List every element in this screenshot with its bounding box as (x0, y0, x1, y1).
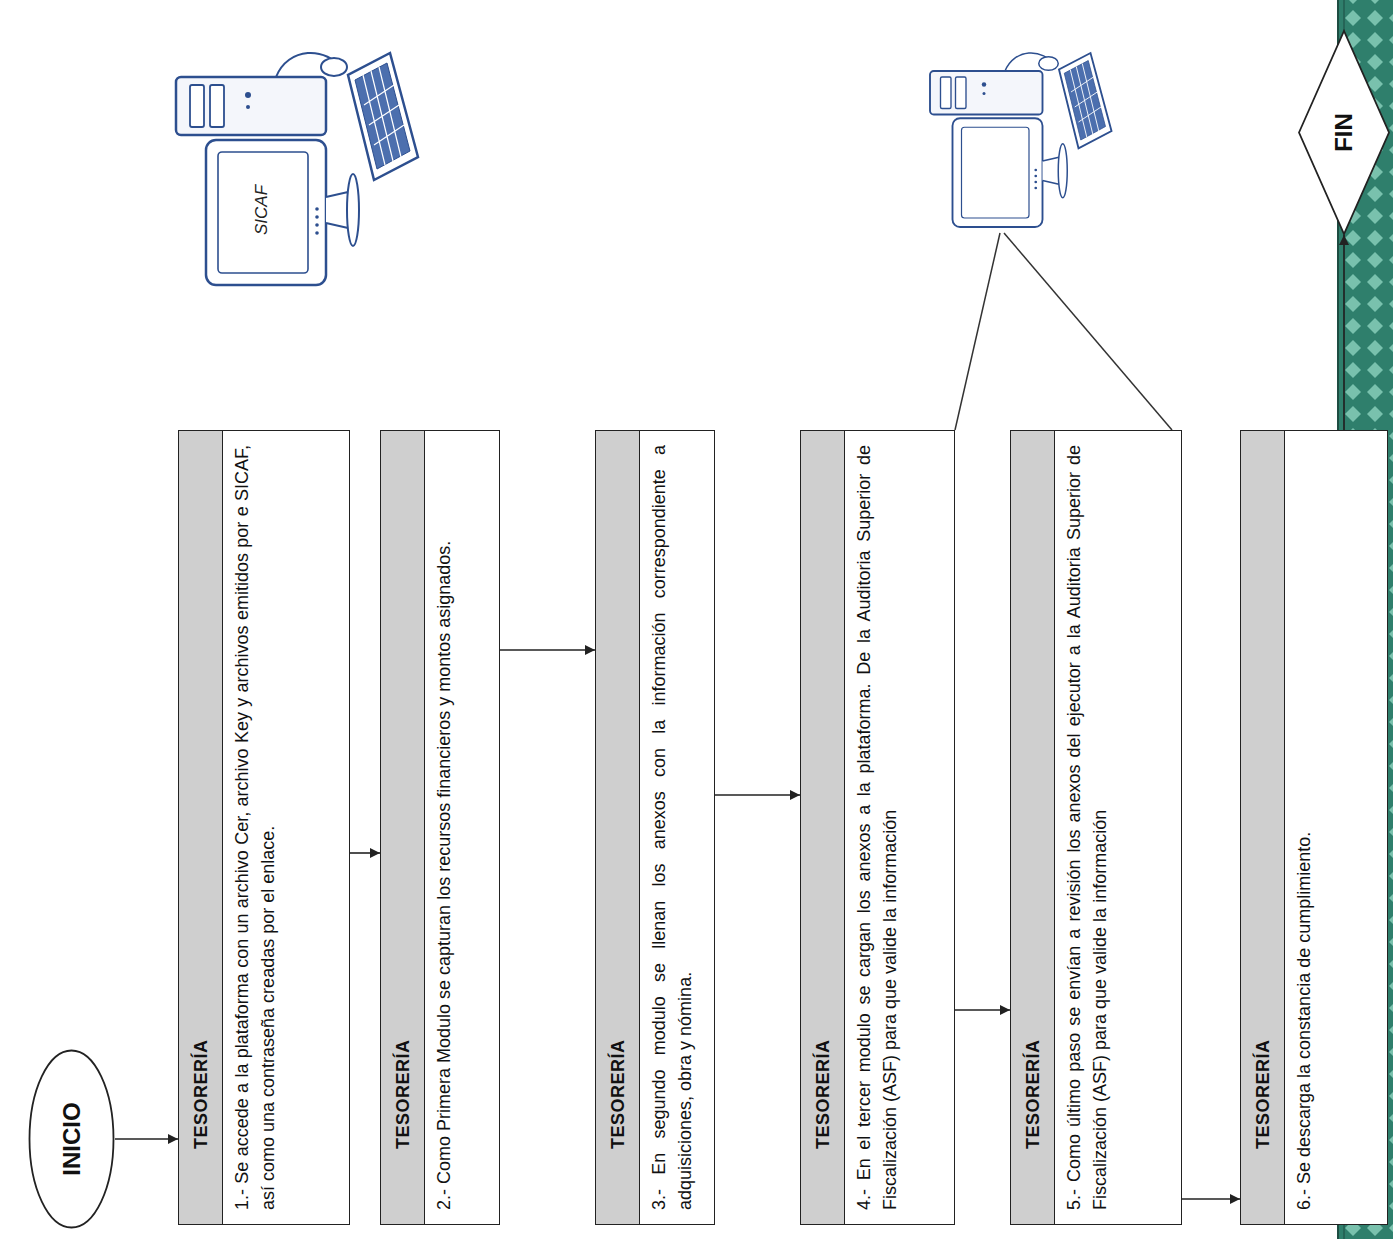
step-text: 4.- En el tercer modulo se cargan los an… (844, 431, 954, 1224)
leader-line (1004, 233, 1172, 430)
flow-arrow (500, 649, 595, 651)
step-heading: TESORERÍA (596, 431, 639, 1224)
flow-arrow (715, 794, 800, 796)
ellipse-outline (30, 1051, 114, 1228)
flow-arrow (1343, 235, 1345, 430)
computer-icon (930, 53, 1112, 227)
diamond-outline (1299, 31, 1389, 234)
terminal-label: FIN (1330, 113, 1358, 152)
step-heading: TESORERÍA (1241, 431, 1284, 1224)
computer-icon (176, 53, 418, 285)
flow-arrow (115, 1138, 178, 1140)
step-text: 1.- Se accede a la plataforma con un arc… (222, 431, 349, 1224)
process-box: TESORERÍA5.- Como último paso se envían … (1010, 430, 1182, 1225)
process-box: TESORERÍA2.- Como Primera Modulo se capt… (380, 430, 500, 1225)
end-terminal: FIN (1298, 30, 1390, 235)
process-box: TESORERÍA3.- En segundo modulo se llenan… (595, 430, 715, 1225)
step-text: 6.- Se descarga la constancia de cumplim… (1284, 431, 1387, 1224)
process-box: TESORERÍA4.- En el tercer modulo se carg… (800, 430, 955, 1225)
flow-arrow (1182, 1198, 1240, 1200)
step-heading: TESORERÍA (801, 431, 844, 1224)
flow-arrow (955, 1009, 1010, 1011)
flow-arrow (350, 852, 380, 854)
start-terminal: INICIO (28, 1049, 115, 1229)
terminal-label: INICIO (58, 1102, 86, 1175)
step-text: 3.- En segundo modulo se llenan los anex… (639, 431, 714, 1224)
step-text: 5.- Como último paso se envían a revisió… (1054, 431, 1181, 1224)
leader-line (955, 233, 1000, 430)
process-box: TESORERÍA6.- Se descarga la constancia d… (1240, 430, 1388, 1225)
step-text: 2.- Como Primera Modulo se capturan los … (424, 431, 499, 1224)
screen-label: SICAF (252, 185, 272, 235)
step-heading: TESORERÍA (179, 431, 222, 1224)
process-box: TESORERÍA1.- Se accede a la plataforma c… (178, 430, 350, 1225)
step-heading: TESORERÍA (381, 431, 424, 1224)
step-heading: TESORERÍA (1011, 431, 1054, 1224)
